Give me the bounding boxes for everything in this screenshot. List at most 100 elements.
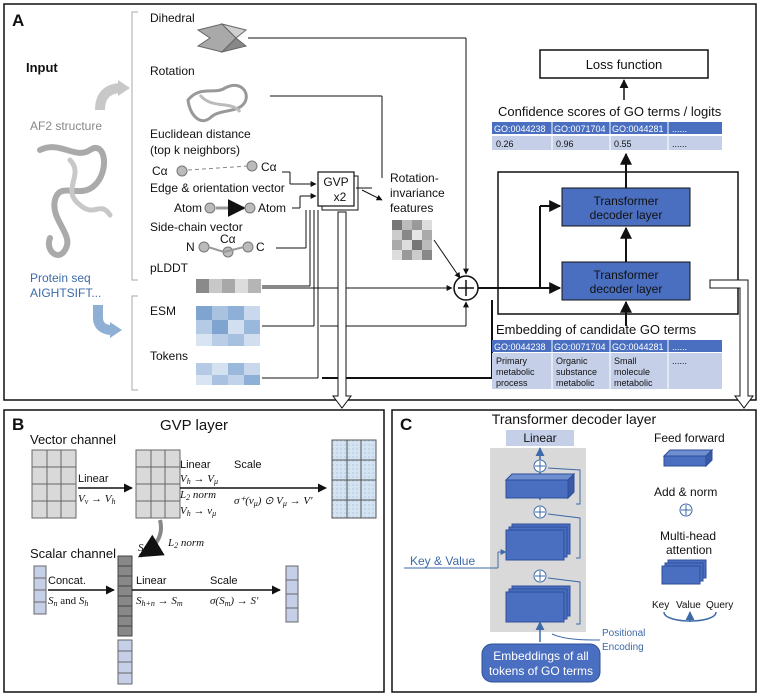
embed-desc-3c: metabolic [614, 378, 653, 388]
embeddings-box [481, 643, 601, 683]
embed-go-2: GO:0071704 [554, 342, 606, 352]
atom-left-circle [204, 202, 216, 214]
ca-left-label: Cα [152, 164, 168, 178]
score-go-2: GO:0071704 [554, 124, 606, 134]
legend-feed-forward-label: Feed forward [654, 431, 725, 445]
sc-ca-label: Cα [220, 232, 236, 246]
plddt-bar [196, 279, 261, 293]
scale-2-label: Scale [210, 575, 238, 587]
legend-mha-icon [661, 559, 707, 585]
rotinv-label-1: Rotation- [390, 171, 439, 185]
rotinv-heatmap [392, 220, 432, 260]
embed-desc-4a: ...... [672, 356, 687, 366]
key-value-label: Key & Value [410, 554, 475, 568]
panel-c-title: Transformer decoder layer [492, 411, 657, 427]
legend-addnorm-label: Add & norm [654, 485, 717, 499]
atom-right-circle [244, 202, 256, 214]
panel-c-border [391, 409, 757, 693]
embed-go-1: GO:0044238 [494, 342, 546, 352]
arrow-l2norm-curve [137, 519, 165, 558]
embed-desc-3b: molecule [614, 367, 650, 377]
af2-label: AF2 structure [30, 119, 102, 133]
sn-and-sh: Sn and Sh [48, 595, 88, 608]
euclid-label-1: Euclidean distance [150, 127, 251, 141]
dihedral-label: Dihedral [150, 11, 195, 25]
plddt-label: pLDDT [150, 261, 189, 275]
scalar-column-out [285, 565, 299, 623]
sc-n-label: N [186, 240, 195, 254]
panel-a-letter: A [12, 11, 24, 30]
arrow-rotinv-to-plus [433, 239, 461, 279]
decoder-bottom-line1: Transformer [594, 268, 659, 282]
decoder-top-line1: Transformer [594, 194, 659, 208]
side-chain-label: Side-chain vector [150, 220, 243, 234]
concat-label: Concat. [48, 575, 86, 587]
score-value-3: 0.55 [614, 139, 632, 149]
vector-channel-label: Vector channel [30, 432, 116, 447]
embedding-table [492, 340, 722, 389]
gvp-x2-label: x2 [334, 190, 347, 204]
ca-dashed-link [187, 165, 249, 171]
embed-desc-1b: metabolic [496, 367, 535, 377]
l2-norm-mid: L2 norm [179, 489, 216, 502]
decoder-layer-top [561, 187, 691, 227]
vh-to-vmu-2: Vh → vμ [180, 505, 216, 518]
arrow-decoder-to-panel-c [709, 279, 754, 409]
decoder-layer-bottom [561, 261, 691, 301]
vv-to-vh: Vv → Vh [78, 493, 116, 506]
legend-key-label: Key [652, 600, 669, 611]
linear-2-label: Linear [180, 459, 211, 471]
sc-n-atom [198, 241, 210, 253]
positional-link [551, 633, 601, 641]
gvp-block [317, 171, 355, 207]
linear-box [506, 430, 574, 446]
dihedral-icon [196, 23, 248, 53]
atom-right-label: Atom [258, 201, 286, 215]
legend-addnorm-icon [679, 503, 693, 517]
embed-desc-2c: metabolic [556, 378, 595, 388]
vh-to-vmu: Vh → Vμ [180, 473, 218, 486]
embed-go-4: ...... [672, 342, 687, 352]
sc-c-label: C [256, 240, 265, 254]
legend-feed-forward-icon [662, 448, 714, 468]
sc-bonds [207, 246, 245, 254]
protein-structure-icon [37, 144, 113, 258]
sc-c-atom [242, 241, 254, 253]
mha-block-2 [505, 585, 571, 623]
sigma-expression: σ⁺(vμ) ⊙ Vμ → V′ [234, 495, 313, 508]
gvp-label: GVP [323, 175, 348, 189]
embed-desc-3a: Small [614, 356, 637, 366]
score-value-2: 0.96 [556, 139, 574, 149]
loss-function-box [539, 49, 709, 79]
rotinv-label-3: features [390, 201, 433, 215]
embed-go-3: GO:0044281 [612, 342, 664, 352]
esm-label: ESM [150, 304, 176, 318]
positional-label-1: Positional [602, 628, 645, 639]
sh-label: Sh [138, 542, 148, 555]
scalar-column-concat [117, 555, 133, 685]
score-value-1: 0.26 [496, 139, 514, 149]
panel-c-letter: C [400, 415, 412, 434]
linear-1-label: Linear [78, 473, 109, 485]
panel-a-border [3, 3, 757, 401]
feed-forward-block [504, 472, 576, 500]
vector-grid-1 [31, 449, 77, 519]
confidence-table [492, 122, 722, 150]
sigma-sm: σ(Sm) → S′ [210, 595, 259, 608]
rotinv-label-2: invariance [390, 186, 445, 200]
input-title: Input [26, 60, 58, 75]
scale-1-label: Scale [234, 459, 262, 471]
scalar-column-sn [33, 565, 47, 615]
legend-mha-label-2: attention [666, 543, 712, 557]
seq-bracket [131, 295, 138, 391]
euclid-label-2: (top k neighbors) [150, 143, 240, 157]
residual-3 [547, 467, 581, 505]
linear-box-label: Linear [523, 431, 556, 445]
confidence-title: Confidence scores of GO terms / logits [498, 104, 722, 119]
shn-to-sm: Sh+n → Sm [136, 595, 183, 608]
linear-3-label: Linear [136, 575, 167, 587]
l2-norm-side: L2 norm [167, 537, 204, 550]
decoder-bottom-line2: decoder layer [590, 282, 663, 296]
decoder-stack-box [497, 171, 739, 315]
